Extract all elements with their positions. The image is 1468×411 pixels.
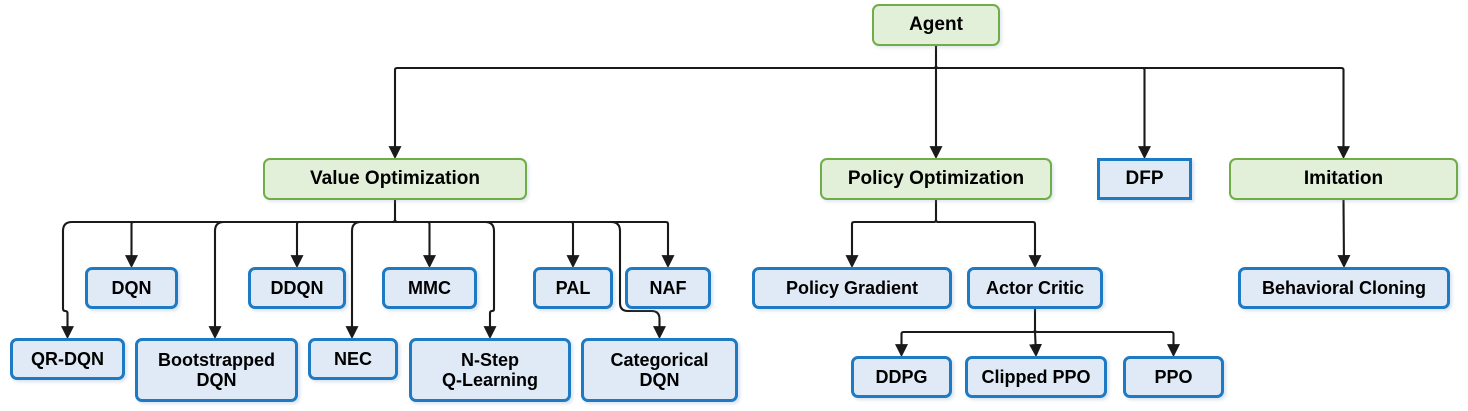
node-label: DFP xyxy=(1125,168,1164,190)
node-label: Imitation xyxy=(1303,168,1384,190)
node-pal[interactable]: PAL xyxy=(533,267,613,309)
node-categorical_dqn[interactable]: Categorical DQN xyxy=(581,338,738,402)
node-agent[interactable]: Agent xyxy=(872,4,1000,46)
node-label: Actor Critic xyxy=(985,277,1084,298)
edge-actor-critic-to-ppo xyxy=(1033,328,1181,358)
edge-actor-critic-to-ddpg xyxy=(894,328,1037,358)
node-policy_gradient[interactable]: Policy Gradient xyxy=(752,267,952,309)
node-label: DDPG xyxy=(875,366,928,387)
node-ppo[interactable]: PPO xyxy=(1123,356,1224,398)
node-label: QR-DQN xyxy=(31,348,104,369)
node-label: MMC xyxy=(408,277,451,298)
edge-value-opt-to-pal xyxy=(393,218,580,269)
node-label: Agent xyxy=(909,14,963,36)
edge-actor-critic-to-clipped_ppo xyxy=(1029,331,1043,358)
edge-value-opt-to-dqn xyxy=(124,218,397,269)
edge-policy-opt-to-policy_gradient xyxy=(845,218,938,269)
node-label: NEC xyxy=(333,348,372,369)
node-qr_dqn[interactable]: QR-DQN xyxy=(10,338,125,380)
node-label: N-Step Q-Learning xyxy=(441,349,538,390)
node-label: NAF xyxy=(649,277,687,298)
node-dqn[interactable]: DQN xyxy=(85,267,178,309)
node-actor_critic[interactable]: Actor Critic xyxy=(967,267,1103,309)
node-label: DDQN xyxy=(270,277,324,298)
node-label: PPO xyxy=(1154,366,1193,387)
node-label: Bootstrapped DQN xyxy=(158,349,275,390)
node-dfp[interactable]: DFP xyxy=(1097,158,1192,200)
edge-agent-to-dfp xyxy=(934,64,1152,160)
node-label: Clipped PPO xyxy=(981,366,1091,387)
node-label: Categorical DQN xyxy=(610,349,709,390)
node-naf[interactable]: NAF xyxy=(625,267,711,309)
edge-imitation-to-behavioral-cloning xyxy=(1337,199,1351,269)
node-bootstrapped_dqn[interactable]: Bootstrapped DQN xyxy=(135,338,298,402)
node-policy_optimization[interactable]: Policy Optimization xyxy=(820,158,1052,200)
node-mmc[interactable]: MMC xyxy=(382,267,477,309)
node-label: Policy Optimization xyxy=(847,168,1025,190)
edge-policy-opt-to-actor_critic xyxy=(934,218,1042,269)
node-nec[interactable]: NEC xyxy=(308,338,398,380)
edge-value-opt-to-naf xyxy=(393,218,675,269)
edge-agent-to-value_optimization xyxy=(388,64,938,160)
node-clipped_ppo[interactable]: Clipped PPO xyxy=(965,356,1107,398)
node-label: Behavioral Cloning xyxy=(1261,277,1427,298)
edge-value-opt-to-ddqn xyxy=(290,218,397,269)
node-label: Value Optimization xyxy=(310,168,480,190)
node-ddpg[interactable]: DDPG xyxy=(851,356,952,398)
node-n_step_q_learning[interactable]: N-Step Q-Learning xyxy=(409,338,571,402)
edge-value-opt-to-mmc xyxy=(393,218,437,269)
edge-agent-to-imitation xyxy=(934,64,1351,160)
node-label: Policy Gradient xyxy=(785,277,919,298)
node-label: DQN xyxy=(111,277,152,298)
node-value_optimization[interactable]: Value Optimization xyxy=(263,158,527,200)
node-label: PAL xyxy=(555,277,591,298)
node-ddqn[interactable]: DDQN xyxy=(248,267,346,309)
node-behavioral_cloning[interactable]: Behavioral Cloning xyxy=(1238,267,1450,309)
node-imitation[interactable]: Imitation xyxy=(1229,158,1458,200)
